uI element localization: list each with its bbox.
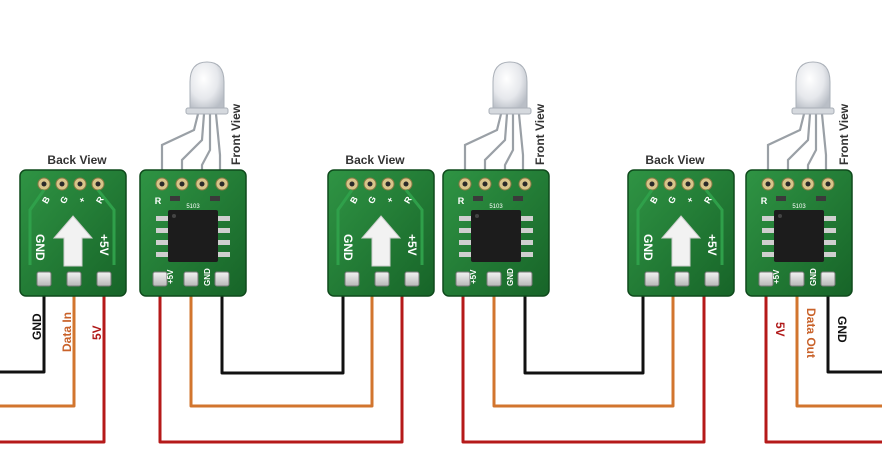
direction-arrow-icon [360,215,402,267]
pin-label-pin_g: G [666,194,678,205]
chip-marking: 5103 [792,204,806,210]
pad-label-gnd: GND [203,268,212,286]
pin-label-pin_r: R [402,194,414,205]
wire-label-data-out: Data Out [804,308,818,358]
front-view-label-3: Front View [837,103,851,165]
solder-pad [517,271,533,287]
back-view-label-2: Back View [345,153,405,167]
pad-label-plus5v: +5V [166,269,175,284]
wire-data-2-3 [492,285,675,408]
pin-label-r: R [761,196,768,206]
wire-label-gnd-in: GND [30,313,44,340]
driver-ic-chip: 5103 [156,204,230,262]
board-label-gnd: GND [341,234,355,261]
chip-marking: 5103 [186,204,200,210]
wire-data-1-2 [189,285,374,408]
solder-pad [96,271,112,287]
front-board-2: R 5103 +5V GND [442,61,550,297]
solder-pad [36,271,52,287]
pin-label-pin_r: R [702,194,714,205]
wire-label-data-in: Data In [60,312,74,352]
pin-label-pin_b: B [648,194,660,205]
solder-pad [455,271,471,287]
front-boards: R 5103 +5V GND R 5103 +5V GND R 5103 +5V GND [139,61,853,297]
back-view-label-3: Back View [645,153,705,167]
direction-arrow-icon [52,215,94,267]
wire-gnd-in [0,285,46,374]
pin-label-pin_g: G [58,194,70,205]
back-view-label-1: Back View [47,153,107,167]
pad-label-plus5v: +5V [772,269,781,284]
solder-pad [404,271,420,287]
pin-label-pin_b: B [348,194,360,205]
wire-label-5v-out: 5V [773,322,787,337]
chip-marking: 5103 [489,204,503,210]
wire-gnd-1-2 [220,285,345,375]
pin-label-pin_plus: + [384,195,395,205]
solder-pad [183,271,199,287]
wire-5v-2-3 [461,285,706,444]
board-label-gnd: GND [641,234,655,261]
rgb-led [488,61,532,115]
wire-5v-in [0,285,106,444]
solder-pad [214,271,230,287]
solder-pad [486,271,502,287]
rgb-led [791,61,835,115]
rgb-led [185,61,229,115]
solder-pad [66,271,82,287]
solder-pad [820,271,836,287]
solder-pad [674,271,690,287]
wires [0,285,882,444]
wire-data-in [0,285,76,408]
front-view-label-2: Front View [533,103,547,165]
pin-label-pin_b: B [40,194,52,205]
wire-gnd-2-3 [523,285,645,375]
solder-pad [152,271,168,287]
solder-pad [344,271,360,287]
solder-pad [758,271,774,287]
wire-label-gnd-out: GND [835,316,849,343]
labels: Back View Back View Back View Front View… [30,103,851,358]
direction-arrow-icon [660,215,702,267]
solder-pad [644,271,660,287]
wire-data-out [795,285,882,408]
wire-5v-out [764,285,882,444]
solder-pad [704,271,720,287]
driver-ic-chip: 5103 [459,204,533,262]
pad-label-gnd: GND [506,268,515,286]
pad-label-plus5v: +5V [469,269,478,284]
pin-label-pin_g: G [366,194,378,205]
board-label-gnd: GND [33,234,47,261]
pin-label-pin_plus: + [76,195,87,205]
solder-pad [374,271,390,287]
solder-pad [789,271,805,287]
board-label-plus5v: +5V [97,234,111,256]
front-view-label-1: Front View [229,103,243,165]
pin-label-pin_plus: + [684,195,695,205]
pad-label-gnd: GND [809,268,818,286]
pin-label-pin_r: R [94,194,106,205]
driver-ic-chip: 5103 [762,204,836,262]
wire-label-5v-in: 5V [90,325,104,340]
front-board-3: R 5103 +5V GND [745,61,853,297]
pin-label-r: R [458,196,465,206]
board-label-plus5v: +5V [405,234,419,256]
board-label-plus5v: +5V [705,234,719,256]
front-board-1: R 5103 +5V GND [139,61,247,297]
pin-label-r: R [155,196,162,206]
wire-5v-1-2 [158,285,404,444]
wire-gnd-out [826,285,882,374]
